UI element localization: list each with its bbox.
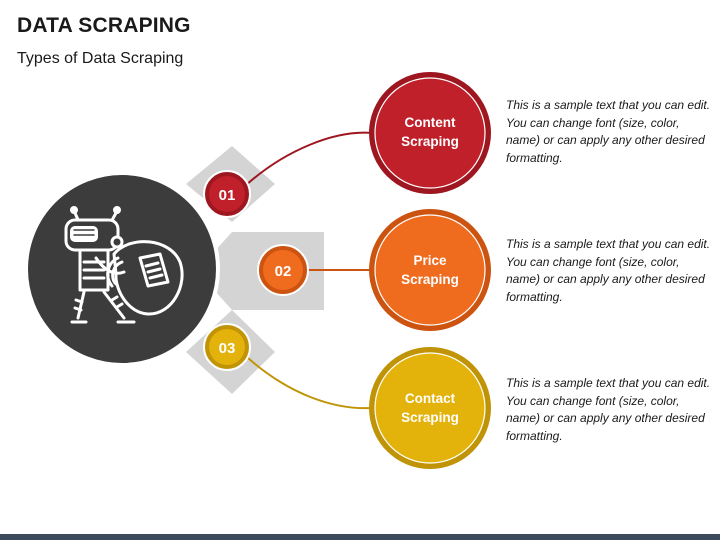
step-1-number-badge-inner xyxy=(209,176,245,212)
connector-line-1 xyxy=(244,131,373,187)
step-3-label-line1: Contact xyxy=(405,391,456,406)
step-2-description: This is a sample text that you can edit.… xyxy=(506,237,711,304)
step-1-description: This is a sample text that you can edit.… xyxy=(506,98,711,165)
step-3-label-circle-inner xyxy=(374,352,486,464)
step-3: Contact Scraping 03 xyxy=(203,323,491,469)
robot-carrying-document-sack-icon xyxy=(64,206,184,324)
step-2-label-line1: Price xyxy=(413,253,447,268)
step-3-number-badge-inner xyxy=(209,329,245,365)
step-2-label-line2: Scraping xyxy=(401,272,459,287)
step-1-label-circle-inner xyxy=(374,77,486,189)
step-2-number: 02 xyxy=(275,263,292,280)
step-1-label-line1: Content xyxy=(405,115,456,130)
step-3-number: 03 xyxy=(219,340,236,357)
step-2: Price Scraping 02 xyxy=(257,209,491,331)
bottom-accent-bar xyxy=(0,534,720,540)
slide-subtitle: Types of Data Scraping xyxy=(17,50,184,67)
step-2-label-circle-inner xyxy=(374,214,486,326)
slide-title: DATA SCRAPING xyxy=(17,14,191,37)
step-1-number: 01 xyxy=(219,187,236,204)
step-3-description: This is a sample text that you can edit.… xyxy=(506,376,711,443)
step-1-label-line2: Scraping xyxy=(401,134,459,149)
step-1: Content Scraping 01 xyxy=(203,72,491,218)
step-3-label-line2: Scraping xyxy=(401,410,459,425)
step-2-number-badge-inner xyxy=(263,250,303,290)
connector-line-3 xyxy=(247,357,373,410)
